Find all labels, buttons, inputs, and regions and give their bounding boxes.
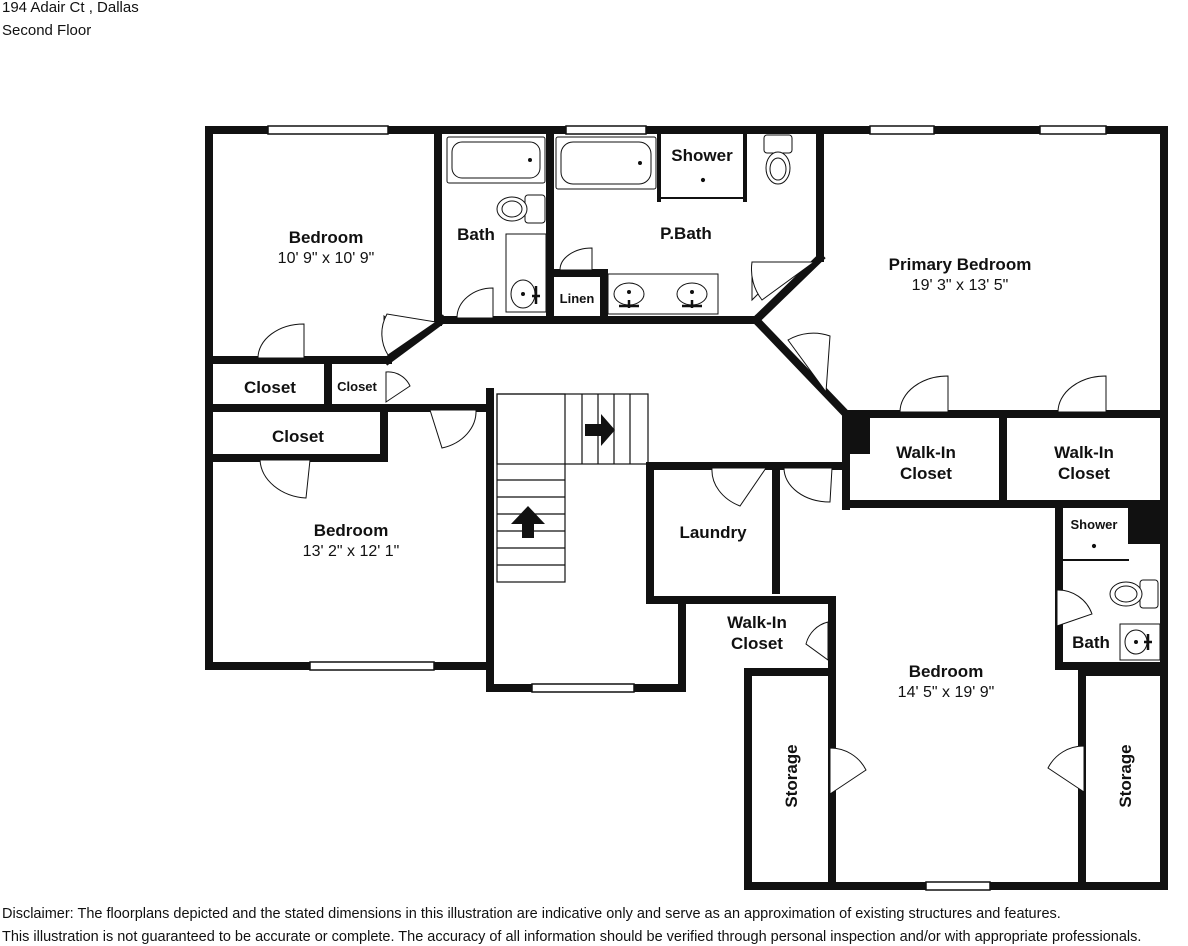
room-dimensions: 10' 9" x 10' 9" bbox=[278, 250, 375, 267]
walls bbox=[205, 126, 1168, 890]
room-name: Walk-In bbox=[727, 613, 787, 632]
doors bbox=[257, 247, 1107, 795]
room-name: Closet bbox=[337, 379, 377, 394]
room-name: Storage bbox=[782, 744, 801, 807]
disclaimer-line-1: Disclaimer: The floorplans depicted and … bbox=[2, 906, 1061, 922]
sink-icon bbox=[613, 282, 645, 308]
room-name: Bedroom bbox=[314, 521, 389, 540]
room-name: Bath bbox=[1072, 633, 1110, 652]
wall-block bbox=[1128, 504, 1164, 544]
room-name: Shower bbox=[1071, 517, 1118, 532]
room-name: Laundry bbox=[679, 523, 747, 542]
sink-icon bbox=[676, 282, 708, 308]
stair-arrow-up-icon bbox=[511, 506, 545, 538]
room-name: Closet bbox=[900, 464, 952, 483]
shower-drain-icon bbox=[700, 177, 706, 183]
toilet-icon bbox=[496, 194, 546, 224]
stair-arrow-right-icon bbox=[585, 414, 615, 446]
staircase bbox=[496, 393, 649, 583]
wall-block bbox=[846, 414, 870, 454]
bathtub-icon bbox=[555, 136, 657, 190]
room-dimensions: 14' 5" x 19' 9" bbox=[898, 684, 995, 701]
disclaimer-line-2: This illustration is not guaranteed to b… bbox=[2, 929, 1142, 945]
room-name: Closet bbox=[1058, 464, 1110, 483]
room-name: Walk-In bbox=[896, 443, 956, 462]
room-name: Linen bbox=[560, 291, 595, 306]
room-dimensions: 19' 3" x 13' 5" bbox=[912, 277, 1009, 294]
room-name: Bedroom bbox=[909, 662, 984, 681]
room-name: Bath bbox=[457, 225, 495, 244]
room-name: Storage bbox=[1116, 744, 1135, 807]
floor-label: Second Floor bbox=[2, 22, 92, 39]
room-name: Bedroom bbox=[289, 228, 364, 247]
room-name: P.Bath bbox=[660, 224, 712, 243]
sink-icon bbox=[1119, 623, 1161, 661]
room-name: Closet bbox=[244, 378, 296, 397]
sink-icon bbox=[510, 279, 540, 309]
room-name: Walk-In bbox=[1054, 443, 1114, 462]
room-name: Shower bbox=[671, 146, 733, 165]
toilet-icon bbox=[763, 134, 793, 185]
fixtures bbox=[446, 134, 1161, 661]
room-dimensions: 13' 2" x 12' 1" bbox=[303, 543, 400, 560]
windows bbox=[267, 125, 1107, 891]
room-name: Primary Bedroom bbox=[889, 255, 1032, 274]
shower-drain-icon bbox=[1091, 543, 1097, 549]
bathtub-icon bbox=[446, 136, 546, 184]
toilet-icon bbox=[1109, 579, 1159, 609]
address-text: 194 Adair Ct , Dallas bbox=[2, 0, 139, 16]
room-name: Closet bbox=[272, 427, 324, 446]
room-name: Closet bbox=[731, 634, 783, 653]
